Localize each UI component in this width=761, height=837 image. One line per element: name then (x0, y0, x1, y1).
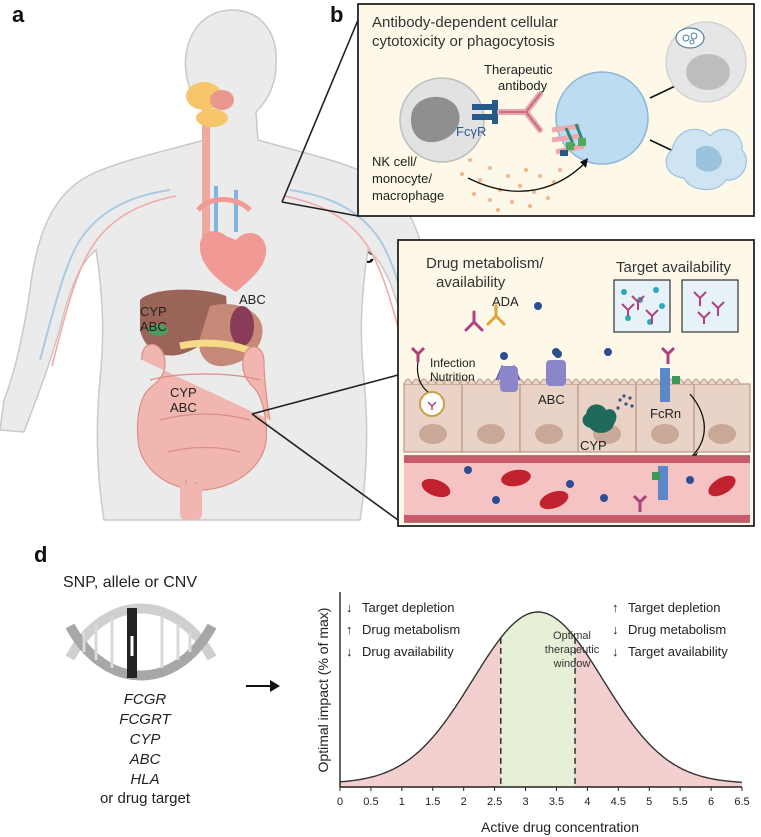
panel-letter-a: a (12, 2, 25, 27)
window-label-3: window (553, 658, 591, 670)
left-list-arrow: ↓ (346, 644, 353, 659)
gene-item: HLA (130, 771, 160, 788)
gene-list: FCGR FCGRT CYP ABC HLA (90, 690, 200, 790)
gene-item: FCGRT (119, 711, 171, 728)
therapeutic-window-cap (500, 612, 576, 787)
panel-b-title-1: Antibody-dependent cellular (372, 14, 558, 31)
panel-letter-b: b (330, 2, 344, 27)
x-tick-label: 4 (584, 796, 590, 808)
spleen-label-abc: ABC (239, 292, 266, 307)
snp-label: SNP, allele or CNV (63, 574, 197, 591)
x-tick-label: 2.5 (487, 796, 502, 808)
gene-item: FCGR (123, 691, 167, 708)
left-list-item: Target depletion (362, 600, 455, 615)
x-tick-label: 1 (399, 796, 405, 808)
right-list-arrow: ↓ (612, 644, 619, 659)
gene-item: CYP (129, 731, 161, 748)
window-label-2: therapeutic (545, 644, 600, 656)
right-list-item: Target availability (628, 644, 728, 659)
x-tick-label: 0 (337, 796, 343, 808)
x-tick-label: 0.5 (363, 796, 378, 808)
gut-label-cyp: CYP (170, 385, 197, 400)
x-tick-label: 2 (461, 796, 467, 808)
nutrition-label: Nutrition (430, 370, 475, 384)
antibody-label-1: Therapeutic (484, 62, 553, 77)
y-axis-label: Optimal impact (% of max) (315, 608, 331, 773)
liver-label-cyp: CYP (140, 304, 167, 319)
therapeutic-window-chart: 0 0.5 1 1.5 2 2.5 3 3.5 4 4.5 5 5.5 6 6.5 Active drug… (315, 592, 750, 835)
effector-label-2: monocyte/ (372, 171, 432, 186)
abc-transporter-label: ABC (538, 392, 565, 407)
liver-label-abc: ABC (140, 319, 167, 334)
gut-label-abc: ABC (170, 400, 197, 415)
connector-c (251, 374, 399, 521)
target-box-low (681, 279, 739, 333)
window-label-1: Optimal (553, 630, 591, 642)
effector-label-1: NK cell/ (372, 154, 417, 169)
impact-curve-line (339, 611, 743, 783)
arrow-right-icon (246, 680, 280, 692)
x-tick-label: 4.5 (611, 796, 626, 808)
left-list-arrow: ↓ (346, 600, 353, 615)
target-availability-label: Target availability (616, 259, 732, 276)
infection-label: Infection (430, 356, 475, 370)
antibody-label-2: antibody (498, 78, 548, 93)
panel-letter-d: d (34, 542, 48, 567)
metab-label-2: availability (436, 274, 506, 291)
left-list-item: Drug metabolism (362, 622, 460, 637)
left-list-item: Drug availability (362, 644, 454, 659)
x-tick-label: 3.5 (549, 796, 564, 808)
x-tick-label: 6.5 (734, 796, 749, 808)
cyp-label: CYP (580, 438, 607, 453)
x-tick-label: 6 (708, 796, 714, 808)
panel-b-title-2: cytotoxicity or phagocytosis (372, 33, 555, 50)
illustration: CYP ABC ABC CYP ABC Antibody-dependent c… (0, 3, 755, 527)
fcrn-label: FcRn (650, 406, 681, 421)
human-body (0, 9, 461, 521)
right-list-arrow: ↑ (612, 600, 619, 615)
ada-label: ADA (492, 294, 519, 309)
x-tick-label: 5.5 (673, 796, 688, 808)
right-list-item: Drug metabolism (628, 622, 726, 637)
effector-label-3: macrophage (372, 188, 444, 203)
gene-item: ABC (129, 751, 161, 768)
left-list-arrow: ↑ (346, 622, 353, 637)
connector-b (281, 19, 359, 217)
metab-label-1: Drug metabolism/ (426, 255, 544, 272)
x-tick-label: 5 (646, 796, 652, 808)
receptor-label: FcγR (456, 124, 486, 139)
dna-helix (66, 603, 216, 681)
x-axis-label: Active drug concentration (481, 819, 639, 835)
x-tick-label: 3 (522, 796, 528, 808)
right-list-arrow: ↓ (612, 622, 619, 637)
drug-target-label: or drug target (99, 790, 191, 807)
right-list-item: Target depletion (628, 600, 721, 615)
x-tick-label: 1.5 (425, 796, 440, 808)
